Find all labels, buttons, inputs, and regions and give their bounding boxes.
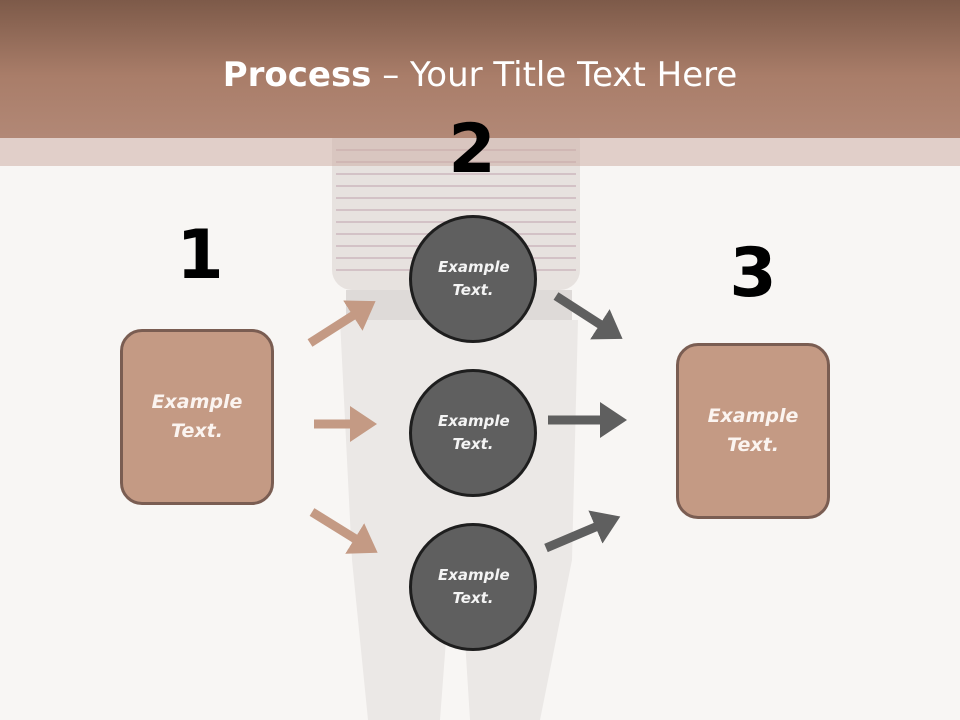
arrow-top-to-right	[553, 292, 623, 340]
arrow-left-to-top	[307, 300, 376, 347]
title-banner	[0, 0, 960, 138]
title-bold-part: Process	[222, 55, 372, 95]
circle-middle-text: Example Text.	[438, 412, 510, 453]
left-box-text: Example Text.	[151, 391, 243, 442]
circle-bottom: Example Text.	[409, 523, 537, 651]
step-number-2: 2	[448, 110, 496, 189]
title-rest-part: – Your Title Text Here	[371, 55, 738, 95]
right-box: Example Text.	[676, 343, 830, 519]
circle-middle: Example Text.	[409, 369, 537, 497]
arrow-left-to-bottom	[309, 508, 378, 554]
step-number-1: 1	[176, 216, 224, 295]
left-box: Example Text.	[120, 329, 274, 505]
circle-bottom-text: Example Text.	[438, 566, 510, 607]
banner-stripe	[0, 138, 960, 166]
step-number-3: 3	[729, 234, 777, 313]
arrow-bottom-to-right	[544, 510, 621, 553]
page-title: Process – Your Title Text Here	[0, 52, 960, 98]
circle-top-text: Example Text.	[438, 258, 510, 299]
circle-top: Example Text.	[409, 215, 537, 343]
right-box-text: Example Text.	[707, 405, 799, 456]
